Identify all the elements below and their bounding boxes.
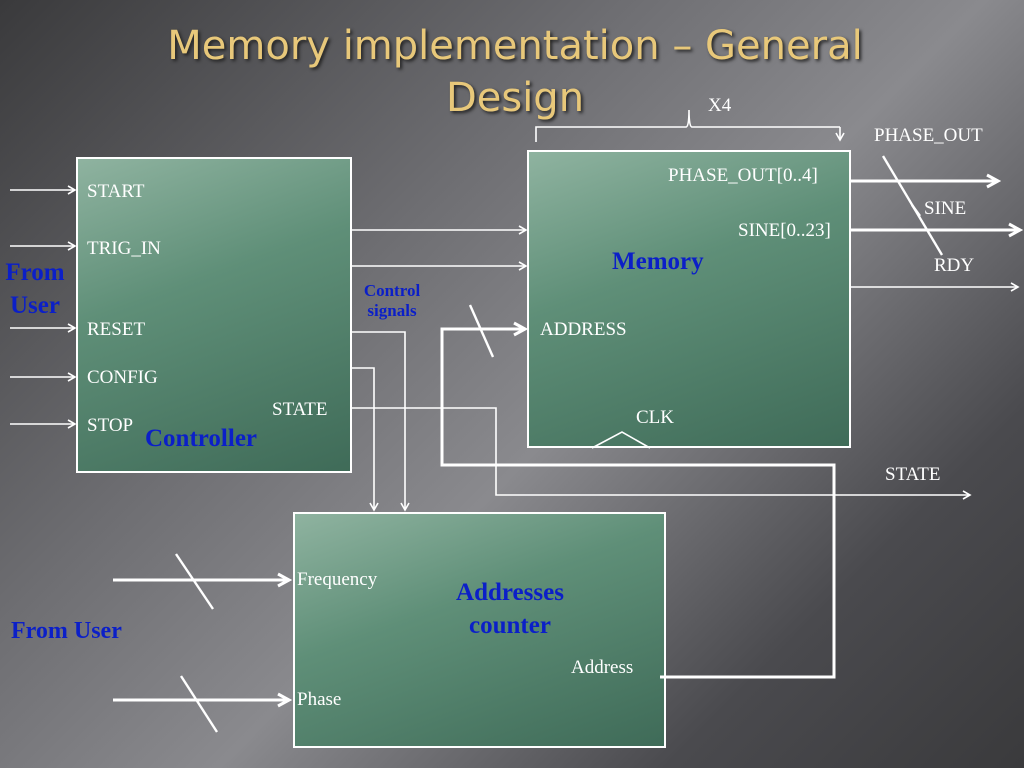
wire-control-signal-1 <box>352 331 410 512</box>
controller-name: Controller <box>145 425 258 452</box>
controller-port-config: CONFIG <box>87 367 158 388</box>
bus-slash-address <box>468 304 495 358</box>
memory-port-sine: SINE[0..23] <box>738 220 831 241</box>
addresses-counter-block <box>293 512 666 748</box>
memory-port-address: ADDRESS <box>540 319 627 340</box>
control-signals-line1: Control <box>363 281 421 300</box>
counter-port-frequency: Frequency <box>297 569 378 590</box>
bus-slash-sine <box>911 204 921 217</box>
state-output-label: STATE <box>885 464 941 485</box>
counter-name-line1: Addresses <box>456 579 564 606</box>
counter-port-phase: Phase <box>297 689 342 710</box>
controller-block <box>76 157 352 473</box>
wire-state-out <box>352 407 972 500</box>
bus-slash-frequency <box>175 553 214 610</box>
from-user-top-line1: From <box>5 259 65 286</box>
wire-control-signal-2 <box>352 367 379 512</box>
memory-block <box>527 150 851 448</box>
controller-port-stop: STOP <box>87 415 134 436</box>
x4-label: X4 <box>708 95 732 116</box>
controller-port-trig-in: TRIG_IN <box>87 238 161 259</box>
sine-label: SINE <box>924 198 967 219</box>
controller-port-reset: RESET <box>87 319 146 340</box>
from-user-label-bottom: From User <box>11 618 122 644</box>
memory-port-phase-out: PHASE_OUT[0..4] <box>668 165 818 186</box>
counter-name-line2: counter <box>469 612 551 639</box>
controller-port-state: STATE <box>272 399 328 420</box>
bus-slash-phase <box>179 675 219 733</box>
rdy-label: RDY <box>934 255 975 276</box>
bus-address-loop <box>440 329 836 679</box>
control-signals-line2: signals <box>367 301 417 320</box>
counter-port-address: Address <box>571 657 634 678</box>
x4-bracket <box>535 109 840 142</box>
memory-port-clk: CLK <box>636 407 674 428</box>
clk-symbol <box>591 431 651 449</box>
control-signals-label: Control signals <box>352 281 432 321</box>
slide-title-line1: Memory implementation – General <box>167 23 863 69</box>
memory-name: Memory <box>612 248 704 275</box>
slide-title-line2: Design <box>445 75 585 121</box>
from-user-label-top: From User <box>0 260 70 318</box>
phase-out-label: PHASE_OUT <box>874 125 983 146</box>
controller-port-start: START <box>87 181 145 202</box>
from-user-top-line2: User <box>10 292 60 319</box>
counter-name: Addresses counter <box>443 580 577 638</box>
